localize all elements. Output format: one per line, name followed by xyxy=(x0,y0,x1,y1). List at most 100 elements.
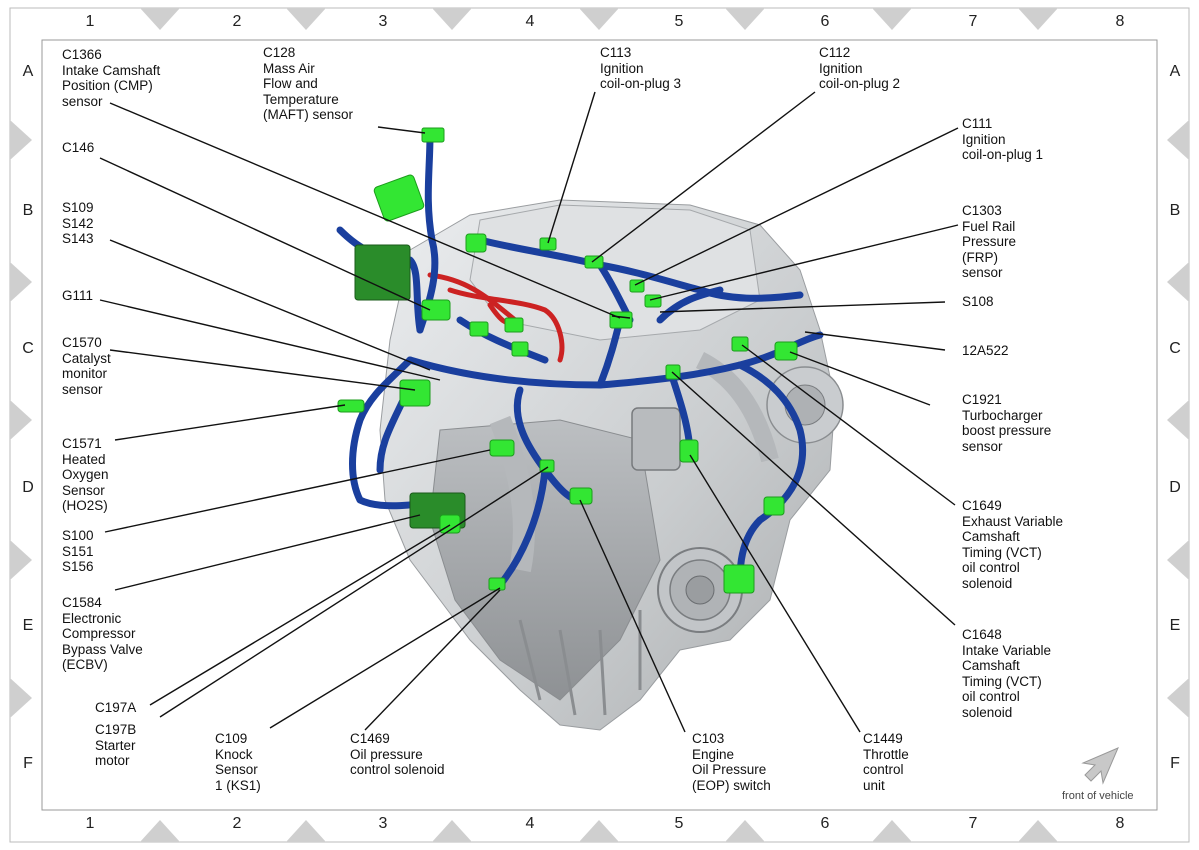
callout-line: C1584 xyxy=(62,595,102,610)
callout-line: C1921 xyxy=(962,392,1002,407)
callout-line: control xyxy=(863,762,904,777)
callout-line: solenoid xyxy=(962,704,1013,720)
callout-line: Camshaft xyxy=(962,529,1020,544)
callout-line: Timing (VCT) xyxy=(962,673,1042,689)
callout-line: boost pressure xyxy=(962,423,1052,438)
callout-line: G111 xyxy=(62,288,94,303)
callout-line: motor xyxy=(95,753,130,768)
callout-line: C111 xyxy=(962,116,993,131)
callout-line: Catalyst xyxy=(62,350,111,366)
callout-line: Ignition xyxy=(600,60,644,76)
callout-line: C109 xyxy=(215,731,248,746)
callout-line: Temperature xyxy=(263,91,339,107)
callout-line: Knock xyxy=(215,746,253,762)
callout-line: sensor xyxy=(962,265,1003,280)
grid-col-bottom-3: 3 xyxy=(378,815,388,832)
callout-line: Oil pressure xyxy=(350,746,423,762)
callout-line: Position (CMP) xyxy=(62,78,153,93)
callout-line: C1571 xyxy=(62,436,102,451)
callout-line: S151 xyxy=(62,543,94,559)
callout-line: C197A xyxy=(95,700,137,715)
callout-line: (ECBV) xyxy=(62,657,108,672)
grid-row-right-d: D xyxy=(1169,479,1181,496)
callout-line: Heated xyxy=(62,451,106,467)
callout-g111: G111 xyxy=(62,288,93,304)
callout-line: coil-on-plug 1 xyxy=(962,147,1044,162)
callout-line: C112 xyxy=(819,45,851,60)
grid-col-top-7: 7 xyxy=(968,13,978,30)
callout-line: S100 xyxy=(62,528,94,543)
grid-row-right-e: E xyxy=(1169,617,1181,634)
callout-line: C1649 xyxy=(962,498,1002,513)
grid-col-bottom-5: 5 xyxy=(674,815,684,832)
callout-line: C1366 xyxy=(62,47,102,62)
grid-col-top-5: 5 xyxy=(674,13,684,30)
callout-line: S143 xyxy=(62,231,94,246)
callout-line: C1449 xyxy=(863,731,903,746)
callout-line: C1648 xyxy=(962,627,1002,642)
callout-line: C128 xyxy=(263,45,296,60)
callout-12a522: 12A522 xyxy=(962,343,1009,359)
callout-line: (HO2S) xyxy=(62,498,108,513)
grid-col-bottom-1: 1 xyxy=(85,815,95,832)
front-arrow-icon xyxy=(1081,747,1119,785)
callout-line: S142 xyxy=(62,215,94,231)
grid-col-top-3: 3 xyxy=(378,13,388,30)
callout-line: oil control xyxy=(962,560,1020,575)
callout-line: Intake Variable xyxy=(962,642,1052,658)
callout-line: Mass Air xyxy=(263,60,315,76)
callout-line: oil control xyxy=(962,689,1020,704)
callout-line: S108 xyxy=(962,294,994,309)
callout-line: C1469 xyxy=(350,731,390,746)
callout-line: Flow and xyxy=(263,76,318,91)
grid-row-left-a: A xyxy=(22,63,34,80)
callout-line: Electronic xyxy=(62,610,122,626)
grid-col-top-2: 2 xyxy=(232,13,242,30)
grid-row-right-a: A xyxy=(1169,63,1181,80)
grid-row-left-f: F xyxy=(23,755,33,772)
grid-col-top-1: 1 xyxy=(85,13,95,30)
callout-line: control solenoid xyxy=(350,762,445,777)
callout-line: Oil Pressure xyxy=(692,762,767,777)
front-of-vehicle-label: front of vehicle xyxy=(1062,790,1134,802)
callout-line: S156 xyxy=(62,559,94,574)
grid-row-left-d: D xyxy=(22,479,34,496)
grid-row-right-b: B xyxy=(1169,202,1181,219)
callout-line: 12A522 xyxy=(962,343,1009,358)
callout-line: C103 xyxy=(692,731,725,746)
grid-row-left-e: E xyxy=(22,617,34,634)
callout-line: sensor xyxy=(62,381,103,397)
callout-line: (EOP) switch xyxy=(692,777,771,793)
grid-col-top-4: 4 xyxy=(525,13,535,30)
grid-col-top-6: 6 xyxy=(820,13,830,30)
callout-line: Exhaust Variable xyxy=(962,513,1064,529)
callout-line: monitor xyxy=(62,366,108,381)
callout-line: C1570 xyxy=(62,335,102,350)
callout-line: C197B xyxy=(95,722,137,737)
callout-line: Turbocharger xyxy=(962,407,1043,423)
callout-line: coil-on-plug 2 xyxy=(819,76,901,91)
callout-line: sensor xyxy=(962,438,1003,454)
grid-col-top-8: 8 xyxy=(1115,13,1125,30)
callout-line: Sensor xyxy=(215,762,258,777)
callout-line: (FRP) xyxy=(962,249,998,265)
callout-line: Intake Camshaft xyxy=(62,62,161,78)
callout-line: Camshaft xyxy=(962,658,1020,673)
callout-line: Engine xyxy=(692,746,735,762)
grid-col-bottom-7: 7 xyxy=(968,815,978,832)
callout-line: C113 xyxy=(600,45,632,60)
